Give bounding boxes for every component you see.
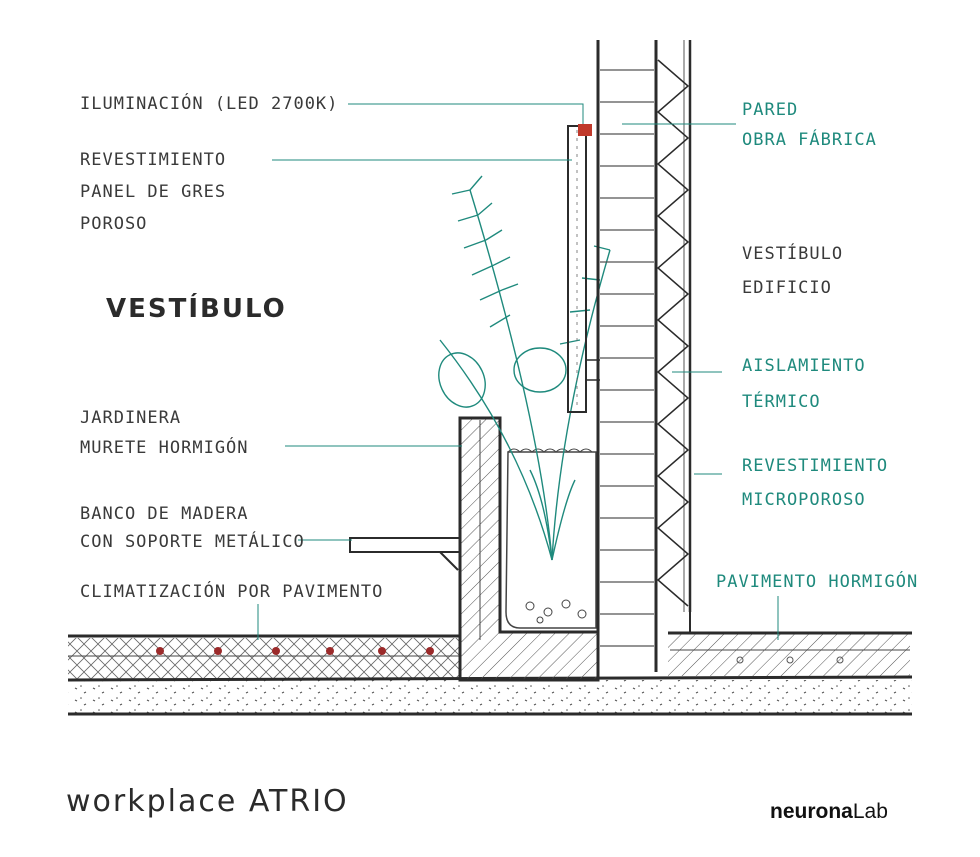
- label-aislamiento-2: TÉRMICO: [742, 392, 821, 412]
- label-vestibulo-edificio-1: VESTÍBULO: [742, 244, 844, 264]
- floor-slab: [67, 631, 913, 716]
- label-vestibulo-edificio-2: EDIFICIO: [742, 278, 832, 298]
- label-jardinera-2: MURETE HORMIGÓN: [80, 438, 249, 458]
- bench: [349, 537, 461, 571]
- label-pared-1: PARED: [742, 100, 799, 120]
- led-light-icon: [578, 124, 592, 136]
- thermal-insulation: [656, 40, 692, 634]
- label-revestimiento-micro-2: MICROPOROSO: [742, 490, 866, 510]
- planter-wall: [458, 416, 600, 682]
- brand-bold: neurona: [770, 800, 853, 823]
- label-revestimiento-micro-1: REVESTIMIENTO: [742, 456, 889, 476]
- cladding-panel: [567, 124, 600, 413]
- label-pared-2: OBRA FÁBRICA: [742, 130, 877, 150]
- label-climatizacion: CLIMATIZACIÓN POR PAVIMENTO: [80, 582, 384, 602]
- drawing-title: workplace ATRIO: [66, 784, 349, 819]
- label-jardinera-1: JARDINERA: [80, 408, 182, 428]
- label-banco-2: CON SOPORTE METÁLICO: [80, 532, 305, 552]
- brand-logo: neuronaLab: [770, 800, 888, 824]
- label-revestimiento-2: PANEL DE GRES: [80, 182, 227, 202]
- brand-light: Lab: [852, 800, 888, 823]
- label-revestimiento-3: POROSO: [80, 214, 148, 234]
- plant: [438, 175, 611, 561]
- label-aislamiento-1: AISLAMIENTO: [742, 356, 866, 376]
- label-banco-1: BANCO DE MADERA: [80, 504, 249, 524]
- label-pavimento: PAVIMENTO HORMIGÓN: [716, 572, 919, 592]
- masonry-wall: [596, 40, 658, 672]
- leader-lines: [257, 103, 779, 640]
- label-vestibulo: VESTÍBULO: [106, 294, 287, 324]
- label-revestimiento-1: REVESTIMIENTO: [80, 150, 227, 170]
- label-iluminacion: ILUMINACIÓN (LED 2700K): [80, 94, 339, 114]
